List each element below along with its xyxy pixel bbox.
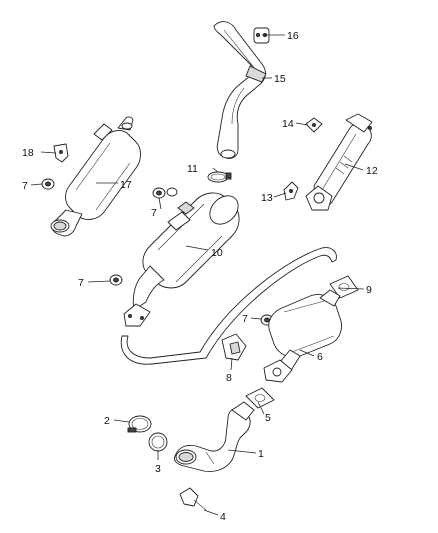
callout-10: 10	[211, 247, 223, 259]
isolator-part-16	[253, 27, 270, 44]
clamp-part-2	[127, 415, 152, 433]
gasket-part-5	[245, 387, 275, 409]
callout-16: 16	[287, 30, 299, 42]
sensor-part-4	[179, 487, 207, 511]
isolator-part-7-c	[109, 274, 123, 286]
gasket-part-9	[329, 275, 359, 299]
callout-4: 4	[220, 511, 226, 523]
callout-18: 18	[22, 147, 34, 159]
gasket-part-3	[148, 432, 168, 452]
down-pipe-part-1	[173, 401, 255, 472]
callout-13: 13	[261, 192, 273, 204]
callout-7-a: 7	[22, 180, 28, 192]
callout-11: 11	[187, 163, 198, 175]
callout-labels: 16 15 14 11 12 13 18 7 17 7 10 7 9 7 6 8…	[22, 30, 378, 523]
bracket-part-14	[305, 117, 323, 133]
leader-lines	[30, 34, 365, 516]
callout-7-c: 7	[78, 277, 84, 289]
callout-7-d: 7	[242, 313, 248, 325]
callout-17: 17	[120, 179, 132, 191]
bracket-part-18	[53, 143, 69, 163]
clamp-part-11	[207, 171, 232, 183]
muffler-part-17	[50, 116, 141, 237]
callout-2: 2	[104, 415, 110, 427]
callout-9: 9	[366, 284, 372, 296]
isolator-part-7-b	[152, 187, 178, 199]
front-pipe-part-12	[305, 113, 373, 211]
callout-15: 15	[274, 73, 286, 85]
callout-8: 8	[226, 372, 232, 384]
isolator-part-7-a	[41, 178, 55, 190]
dpf-assembly-part-10	[120, 192, 337, 365]
callout-14: 14	[282, 118, 294, 130]
callout-5: 5	[265, 412, 271, 424]
callout-12: 12	[366, 165, 378, 177]
bracket-part-8	[221, 333, 247, 361]
tailpipe-part-15	[213, 21, 267, 159]
callout-7-b: 7	[151, 207, 157, 219]
converter-part-6	[263, 289, 342, 383]
callout-1: 1	[258, 448, 264, 460]
callout-6: 6	[317, 351, 323, 363]
bracket-part-13	[283, 181, 299, 201]
callout-3: 3	[155, 463, 161, 475]
